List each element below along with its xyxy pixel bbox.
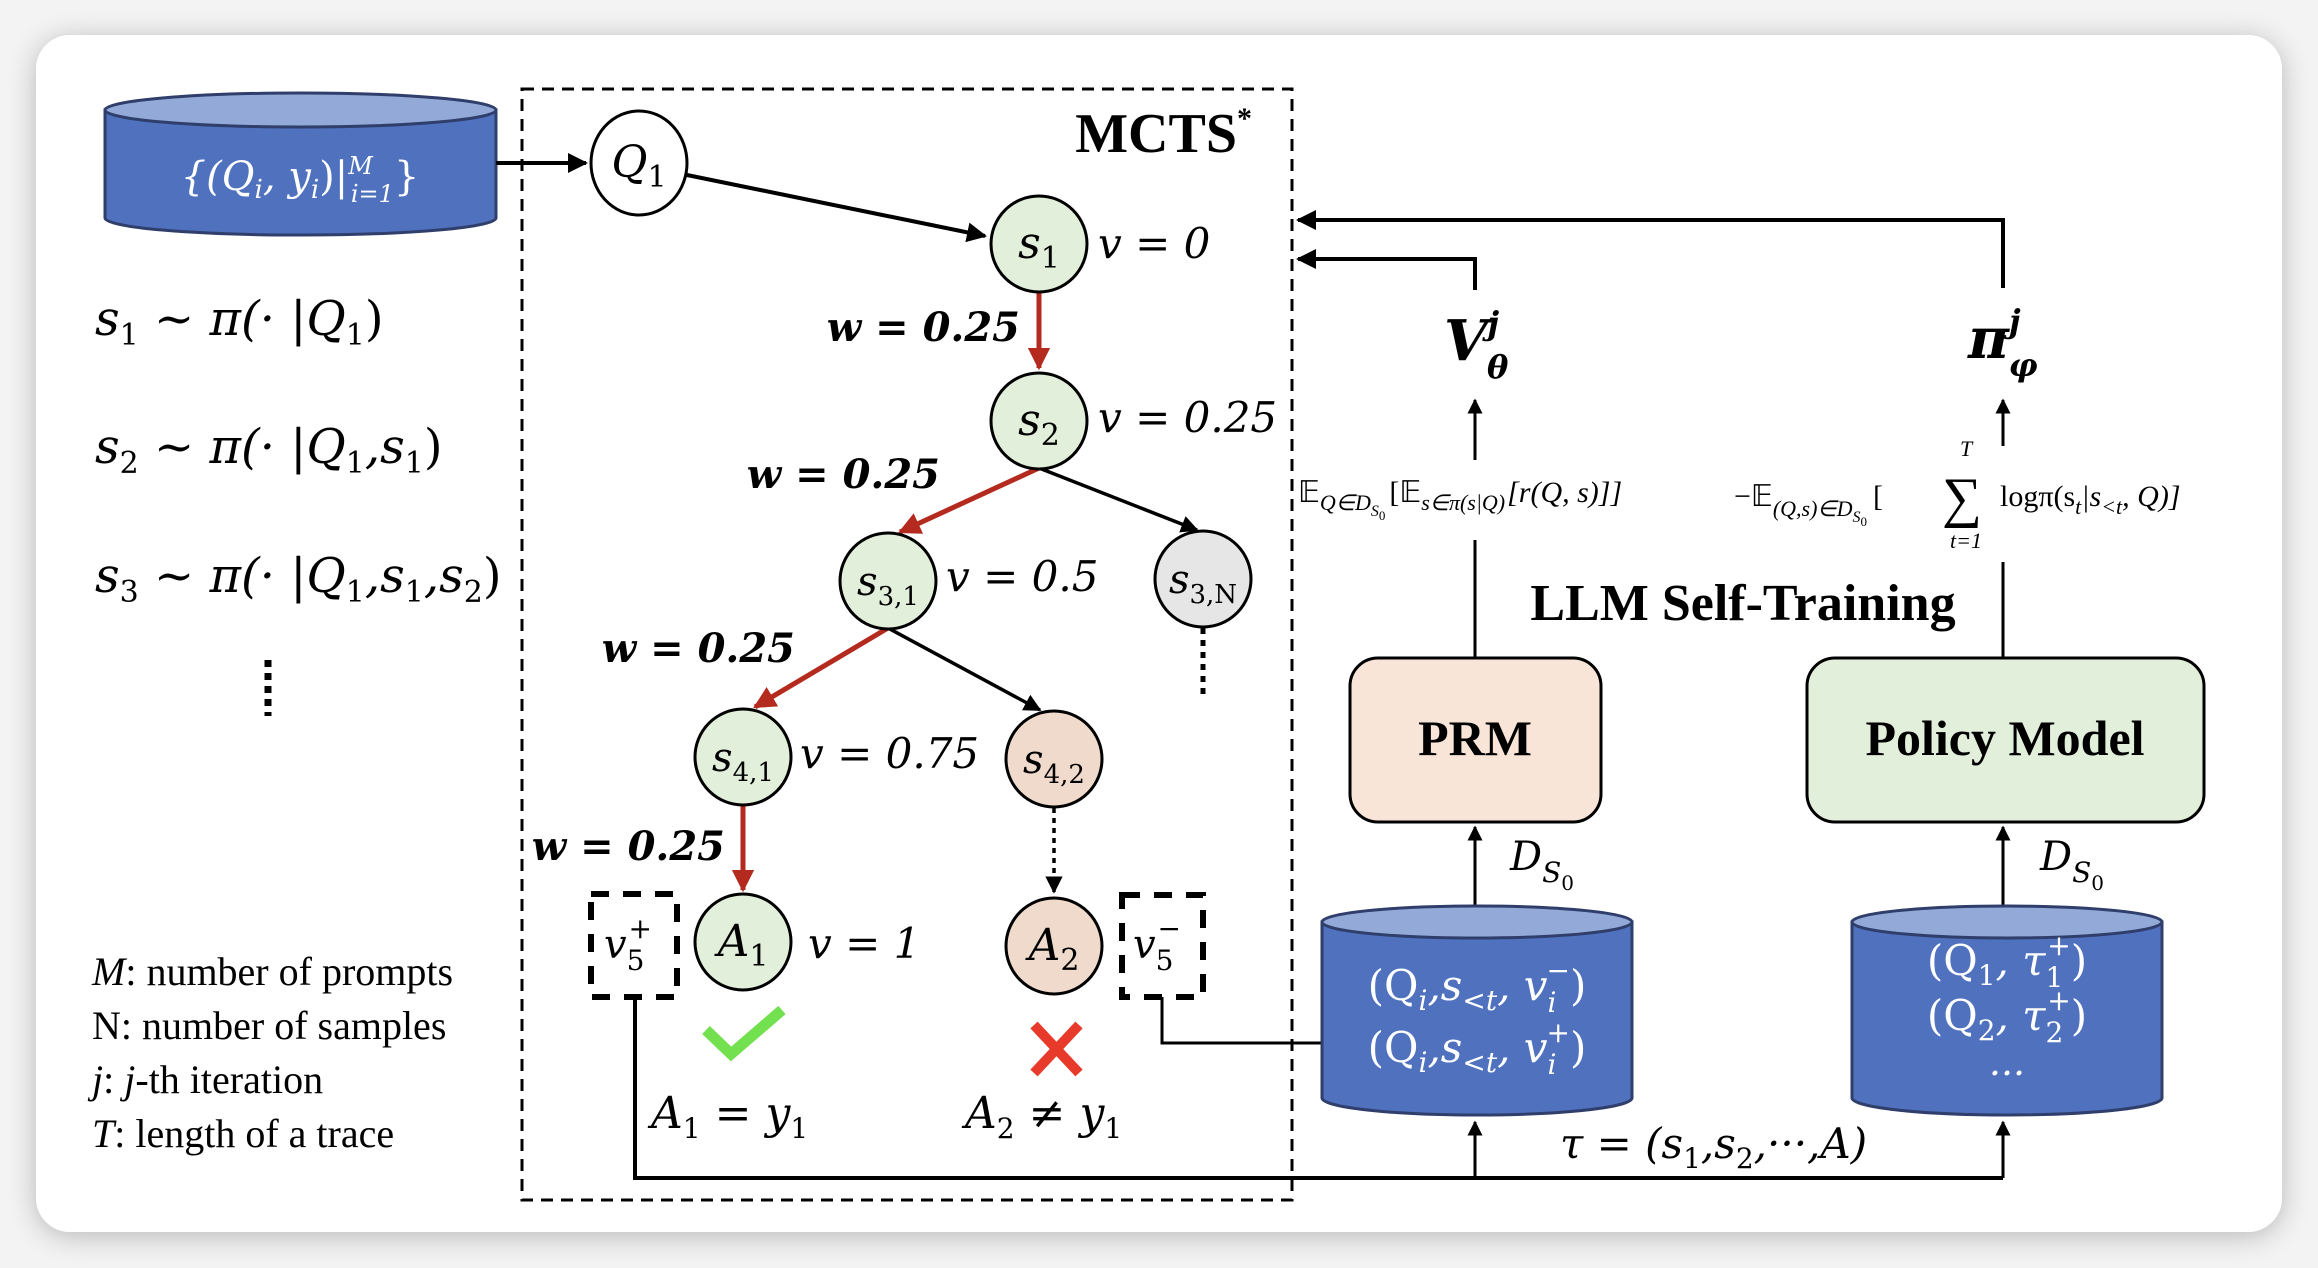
- edge-weights: w = 0.25 w = 0.25 w = 0.25 w = 0.25: [532, 304, 1020, 870]
- node-label: s2: [1018, 395, 1060, 453]
- prm-dataset-cylinder: (Qi,s<t, vi−) (Qi,s<t, vi+): [1320, 904, 1634, 1117]
- value-s41: v = 0.75: [800, 729, 979, 778]
- node-circle: [838, 531, 938, 631]
- sum-symbol: ∑: [1942, 467, 1982, 529]
- prm-objective: 𝔼Q∈DS0[𝔼s∈π(s|Q)[r(Q, s)]]: [1298, 476, 1622, 523]
- value-s31: v = 0.5: [946, 552, 1098, 601]
- tree-node-s31: s3,1: [838, 531, 938, 631]
- legend-item-m: M: number of prompts: [91, 949, 453, 994]
- value-s2: v = 0.25: [1098, 393, 1277, 442]
- policy-db-row-1: (Q1, τ1+): [1927, 929, 2087, 994]
- value-a1: v = 1: [808, 919, 920, 968]
- legend-item-n: N: number of samples: [92, 1003, 446, 1048]
- policy-db-ellipsis: ...: [1989, 1040, 2025, 1084]
- legend-item-j: j: j-th iteration: [87, 1057, 323, 1102]
- edge-s2-s3n: [1038, 466, 1199, 533]
- node-values: v = 0 v = 0.25 v = 0.5 v = 0.75 v = 1: [800, 219, 1277, 968]
- node-circle: [589, 109, 689, 217]
- edge-s2-s31: [897, 465, 1041, 535]
- value-s1: v = 0: [1098, 219, 1210, 268]
- pi-feedback-arrow: [1296, 210, 2005, 288]
- sampling-eq-1: s1 ~ π(· |Q1): [95, 291, 384, 353]
- legend-item-t: T: length of a trace: [92, 1111, 394, 1156]
- tree-nodes: Q1 s1 s2 s3,1 s3,N s4,1 s4,2A1 A2: [589, 109, 1253, 996]
- prm-box: PRM: [1348, 656, 1603, 824]
- prm-label: PRM: [1418, 710, 1532, 766]
- tree-node-q1: Q1: [589, 109, 689, 217]
- node-label: s1: [1018, 218, 1060, 276]
- v-plus-to-trace-line: [633, 997, 2003, 1180]
- tree-node-s42: s4,2: [1004, 709, 1104, 809]
- edge-weight-s2-s31: w = 0.25: [747, 451, 940, 498]
- node-circle: [1004, 896, 1104, 996]
- prm-db-row-1: (Qi,s<t, vi−): [1368, 954, 1587, 1019]
- result-wrong: A2 ≠ y1: [961, 1088, 1122, 1145]
- policy-objective-body: logπ(st|s<t, Q)]: [2000, 480, 2181, 519]
- node-circle: [693, 707, 793, 807]
- prm-data-label: DS0: [1509, 834, 1574, 895]
- card-background: [36, 35, 2282, 1232]
- node-label: A2: [1025, 920, 1080, 978]
- tree-node-s3n: s3,N: [1153, 529, 1253, 629]
- check-icon: [702, 1005, 786, 1062]
- node-circle: [693, 892, 793, 992]
- tree-edges: [686, 173, 1206, 894]
- v-minus-to-prm-db-line: [1160, 997, 1322, 1045]
- node-label: s3,1: [857, 559, 919, 612]
- policy-model-label: Policy Model: [1865, 710, 2144, 766]
- sampling-eq-2: s2 ~ π(· |Q1,s1): [95, 419, 443, 481]
- cross-icon: [1030, 1021, 1083, 1077]
- node-label: s4,2: [1023, 737, 1085, 790]
- policy-dataset-cylinder: (Q1, τ1+) (Q2, τ2+) ...: [1850, 904, 2164, 1117]
- tree-node-a1: A1: [693, 892, 793, 992]
- edge-weight-s41-a1: w = 0.25: [532, 823, 725, 870]
- result-correct: A1 = y1: [647, 1088, 808, 1145]
- prm-db-row-2: (Qi,s<t, vi+): [1368, 1016, 1587, 1081]
- node-label: Q1: [611, 137, 666, 195]
- policy-model-box: Policy Model: [1805, 656, 2206, 824]
- node-circle: [1004, 709, 1104, 809]
- node-circle: [989, 371, 1089, 471]
- node-label: s3,N: [1169, 557, 1237, 610]
- edge-q1-s1: [686, 173, 987, 243]
- node-label: A1: [714, 916, 769, 974]
- svg-text:v5−: v5−: [1133, 912, 1181, 977]
- tree-node-s41: s4,1: [693, 707, 793, 807]
- tree-node-a2: A2: [1004, 896, 1104, 996]
- svg-text:v5+: v5+: [604, 912, 652, 977]
- tree-node-s2: s2: [989, 371, 1089, 471]
- node-label: s4,1: [712, 735, 774, 788]
- v-minus-box: v5−: [1119, 892, 1206, 1000]
- mcts-frame: [520, 87, 1294, 1202]
- edge-s31-s42: [887, 626, 1042, 712]
- sum-lower: t=1: [1950, 528, 1982, 553]
- node-circle: [1153, 529, 1253, 629]
- policy-db-row-2: (Q2, τ2+): [1927, 984, 2087, 1049]
- tree-node-s1: s1: [989, 194, 1089, 294]
- sampling-eq-3: s3 ~ π(· |Q1,s1,s2): [95, 548, 502, 610]
- mcts-title: MCTS*: [1075, 102, 1252, 165]
- edge-s31-s41: [753, 625, 890, 710]
- self-training-title: LLM Self-Training: [1530, 575, 1955, 632]
- trace-label: τ = (s1,s2,···,A): [1560, 1119, 1867, 1175]
- sampling-equations: s1 ~ π(· |Q1) s2 ~ π(· |Q1,s1) s3 ~ π(· …: [95, 291, 502, 716]
- connector-lines: [633, 210, 2011, 1180]
- edge-weight-s1-s2: w = 0.25: [827, 304, 1020, 351]
- policy-data-label: DS0: [2039, 834, 2104, 895]
- v-feedback-arrow: [1296, 249, 1477, 290]
- policy-objective: −𝔼(Q,s)∈DS0[: [1734, 480, 1883, 529]
- legend: M: number of prompts N: number of sample…: [87, 949, 453, 1156]
- node-circle: [989, 194, 1089, 294]
- sum-upper: T: [1960, 436, 1974, 461]
- edge-weight-s31-s41: w = 0.25: [602, 625, 795, 672]
